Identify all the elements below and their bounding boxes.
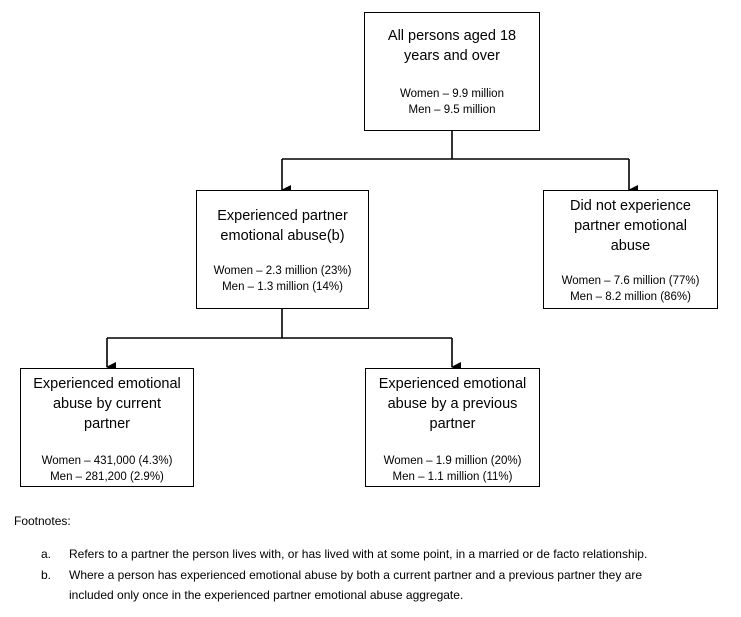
- women-stat: Women – 9.9 million: [400, 88, 504, 100]
- footnote-a: a. Refers to a partner the person lives …: [41, 544, 731, 564]
- node-did-not-experience: Did not experience partner emotional abu…: [543, 190, 718, 309]
- node-title: Experienced partner emotional abuse(b): [197, 206, 368, 246]
- node-previous-partner: Experienced emotional abuse by a previou…: [365, 368, 540, 487]
- women-stat: Women – 7.6 million (77%): [561, 275, 700, 287]
- footnote-line: Where a person has experienced emotional…: [69, 568, 643, 582]
- footnote-text: Where a person has experienced emotional…: [69, 565, 642, 605]
- node-title-line: abuse by a previous: [387, 396, 518, 412]
- node-title-line: Experienced emotional: [378, 376, 527, 392]
- node-title: Experienced emotional abuse by a previou…: [366, 374, 539, 434]
- node-experienced-partner-emotional-abuse: Experienced partner emotional abuse(b) W…: [196, 190, 369, 309]
- footnote-marker: a.: [41, 547, 52, 561]
- women-stat: Women – 1.9 million (20%): [383, 455, 522, 467]
- node-title-line: partner emotional: [574, 218, 687, 234]
- men-stat: Men – 281,200 (2.9%): [50, 471, 164, 483]
- women-stat: Women – 2.3 million (23%): [213, 265, 352, 277]
- node-title: Experienced emotional abuse by current p…: [21, 374, 193, 434]
- node-all-persons: All persons aged 18 years and over Women…: [364, 12, 540, 131]
- node-stats: Women – 1.9 million (20%) Men – 1.1 mill…: [366, 453, 539, 485]
- footnotes-heading: Footnotes:: [14, 514, 71, 528]
- node-title-line: abuse: [610, 238, 651, 254]
- node-current-partner: Experienced emotional abuse by current p…: [20, 368, 194, 487]
- node-title-line: Did not experience: [570, 198, 691, 214]
- node-title-line: partner: [429, 416, 476, 432]
- node-title-line: years and over: [404, 48, 500, 64]
- node-stats: Women – 431,000 (4.3%) Men – 281,200 (2.…: [21, 453, 193, 485]
- node-title-line: Experienced emotional: [33, 376, 181, 392]
- men-stat: Men – 9.5 million: [408, 104, 496, 116]
- footnote-line: Refers to a partner the person lives wit…: [69, 547, 648, 561]
- footnote-b: b. Where a person has experienced emotio…: [41, 565, 731, 605]
- footnote-marker: b.: [41, 568, 52, 582]
- men-stat: Men – 1.3 million (14%): [222, 281, 343, 293]
- men-stat: Men – 1.1 million (11%): [392, 471, 513, 483]
- node-stats: Women – 9.9 million Men – 9.5 million: [365, 86, 539, 118]
- node-title: All persons aged 18 years and over: [365, 26, 539, 66]
- footnote-text: Refers to a partner the person lives wit…: [69, 544, 647, 564]
- node-stats: Women – 7.6 million (77%) Men – 8.2 mill…: [544, 273, 717, 305]
- node-stats: Women – 2.3 million (23%) Men – 1.3 mill…: [197, 263, 368, 295]
- footnote-line: included only once in the experienced pa…: [69, 588, 464, 602]
- node-title-line: Experienced partner: [217, 208, 348, 224]
- node-title-line: partner: [84, 416, 130, 432]
- men-stat: Men – 8.2 million (86%): [570, 291, 691, 303]
- women-stat: Women – 431,000 (4.3%): [41, 455, 173, 467]
- node-title: Did not experience partner emotional abu…: [544, 196, 717, 256]
- node-title-line: abuse by current: [52, 396, 161, 412]
- node-title-line: emotional abuse(b): [220, 228, 345, 244]
- node-title-line: All persons aged 18: [387, 28, 517, 44]
